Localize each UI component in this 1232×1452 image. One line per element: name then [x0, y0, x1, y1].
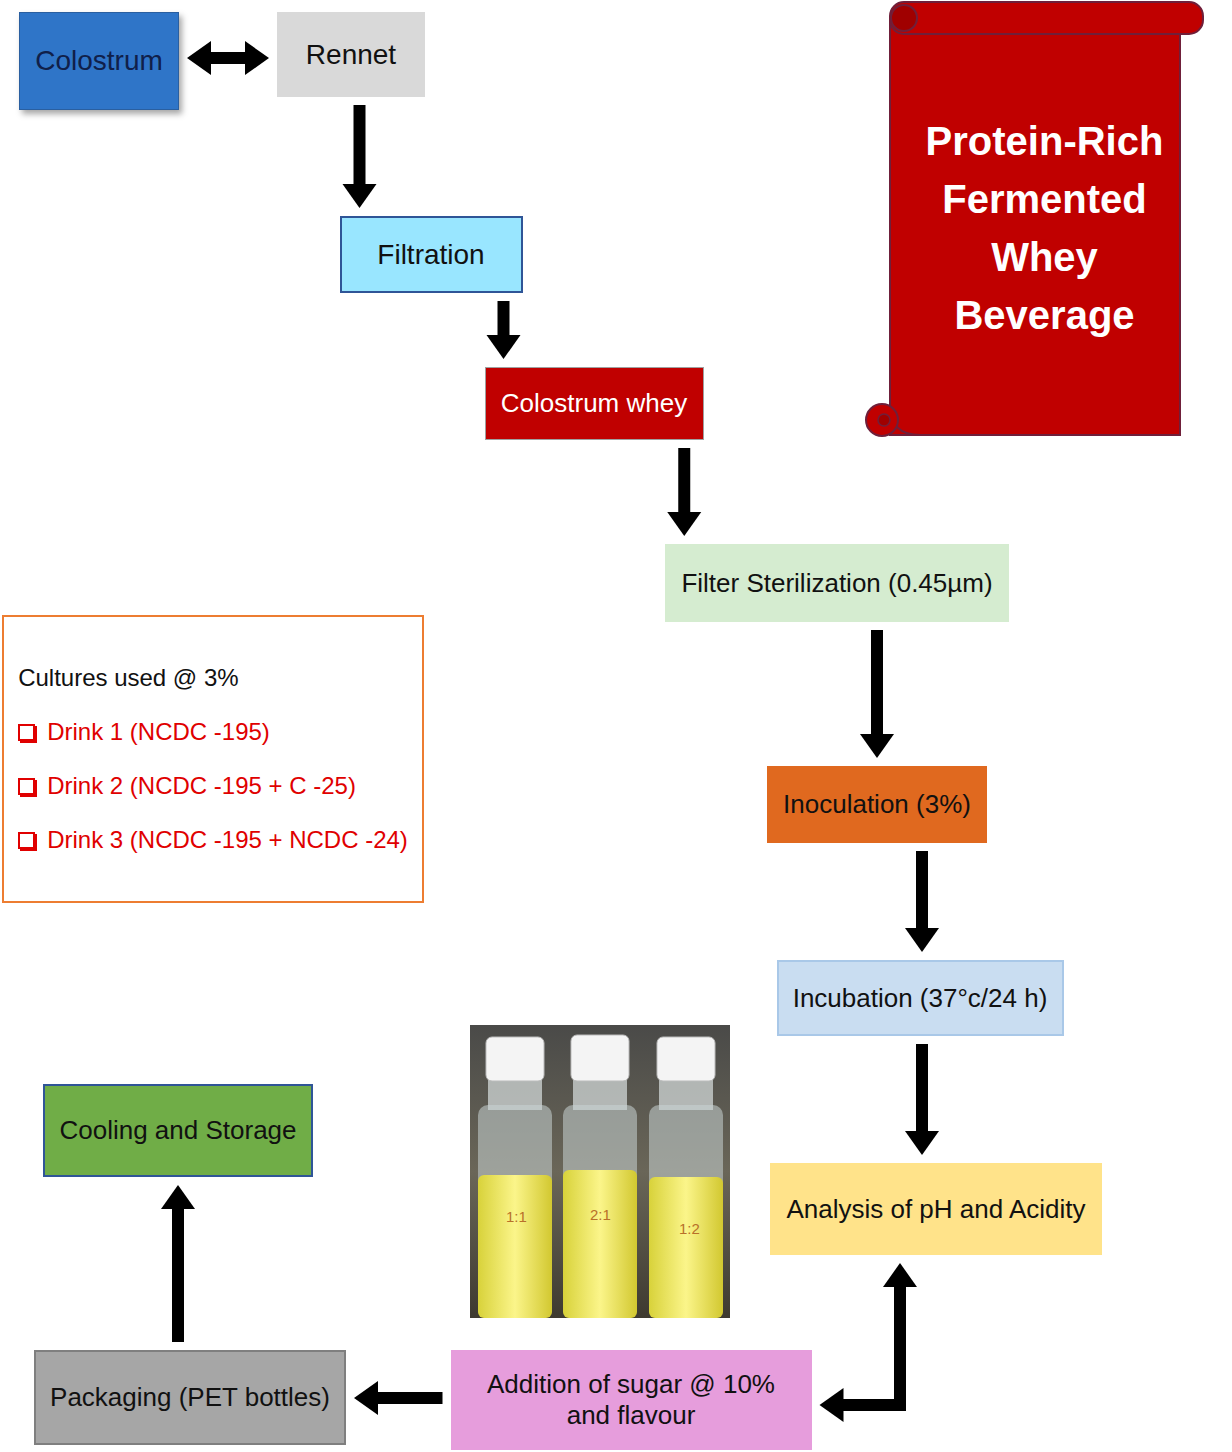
flow-arrow: [354, 1381, 443, 1415]
node-content: Analysis of pH and Acidity: [786, 1194, 1085, 1225]
arrow-head: [883, 1263, 917, 1287]
title-scroll: Protein-Rich Fermented Whey Beverage: [860, 0, 1205, 465]
node-content: Filter Sterilization (0.45µm): [681, 568, 992, 599]
box-label: Addition of sugar @ 10% and flavour: [467, 1369, 796, 1431]
box-heading: Cultures used @ 3%: [18, 664, 408, 692]
scroll-shape: [860, 0, 1205, 465]
arrow-shaft: [498, 301, 510, 337]
bottle: [563, 1035, 637, 1318]
arrow-shaft: [172, 1207, 184, 1342]
flow-arrow: [820, 1263, 918, 1422]
process-box: Inoculation (3%): [767, 766, 987, 843]
flow-arrow: [187, 41, 269, 75]
checkbox-symbol: [18, 832, 35, 849]
flow-arrow: [343, 105, 377, 208]
process-box: Cooling and Storage: [43, 1084, 313, 1177]
process-box: Addition of sugar @ 10% and flavour: [451, 1350, 812, 1450]
arrow-shaft: [871, 630, 883, 736]
bottle-label: 1:2: [679, 1220, 700, 1237]
arrow-head: [667, 512, 701, 536]
flow-arrow: [161, 1185, 195, 1342]
node-content: Colostrum whey: [501, 388, 687, 419]
node-content: Packaging (PET bottles): [50, 1382, 330, 1413]
process-box: Analysis of pH and Acidity: [770, 1163, 1102, 1255]
arrow-head: [487, 335, 521, 359]
box-label: Incubation (37°c/24 h): [793, 983, 1048, 1014]
scroll-part: [891, 5, 917, 31]
scroll-part: [890, 2, 1203, 34]
process-box: Colostrum: [19, 12, 179, 110]
node-content: Colostrum: [35, 45, 163, 77]
flow-arrow: [860, 630, 894, 758]
process-box: Filtration: [340, 216, 523, 293]
arrow-head: [245, 41, 269, 75]
arrow-head: [860, 734, 894, 758]
scroll-part: [866, 404, 898, 436]
culture-row: Drink 2 (NCDC -195 + C -25): [18, 772, 408, 800]
flow-arrow: [905, 851, 939, 952]
arrow-head: [161, 1185, 195, 1209]
node-content: Inoculation (3%): [783, 789, 971, 820]
flow-arrow: [905, 1044, 939, 1155]
cultures-box: Cultures used @ 3% Drink 1 (NCDC -195) Dri…: [2, 615, 424, 903]
checkbox-symbol: [18, 724, 35, 741]
box-label: Inoculation (3%): [783, 789, 971, 820]
node-content: Protein-Rich Fermented Whey Beverage: [912, 112, 1177, 344]
arrow-shaft: [916, 1044, 928, 1133]
node-content: Addition of sugar @ 10% and flavour: [467, 1369, 796, 1431]
arrow-head: [905, 928, 939, 952]
box-label: Colostrum whey: [501, 388, 687, 419]
box-label: Filter Sterilization (0.45µm): [681, 568, 992, 599]
arrow-head: [905, 1131, 939, 1155]
process-box: Filter Sterilization (0.45µm): [665, 544, 1009, 622]
process-box: Incubation (37°c/24 h): [777, 960, 1064, 1036]
arrow-head: [820, 1388, 844, 1422]
scroll-part: [878, 414, 890, 426]
culture-row: Drink 1 (NCDC -195): [18, 718, 408, 746]
flow-arrow: [667, 448, 701, 536]
node-content: Filtration: [377, 239, 484, 271]
arrow-shaft: [209, 52, 247, 64]
culture-row: Drink 3 (NCDC -195 + NCDC -24): [18, 826, 408, 854]
checkbox-symbol: [18, 778, 35, 795]
bottle-label: 2:1: [590, 1206, 611, 1223]
bottles-photo: [470, 1025, 730, 1318]
box-label: Cooling and Storage: [59, 1115, 296, 1146]
arrow-head: [343, 184, 377, 208]
arrow-head: [187, 41, 211, 75]
box-label: Colostrum: [35, 45, 163, 77]
process-box: Rennet: [277, 12, 425, 97]
arrow-shaft: [842, 1285, 901, 1405]
bottle-label: 1:1: [506, 1208, 527, 1225]
box-label: Rennet: [306, 39, 396, 71]
culture-item: Drink 2 (NCDC -195 + C -25): [47, 772, 356, 800]
culture-item: Drink 3 (NCDC -195 + NCDC -24): [47, 826, 408, 854]
node-content: Incubation (37°c/24 h): [793, 983, 1048, 1014]
title-text: Protein-Rich Fermented Whey Beverage: [912, 112, 1177, 344]
flow-arrow: [487, 301, 521, 359]
bottle: [649, 1037, 723, 1318]
scroll-part: [890, 18, 1180, 435]
box-label: Filtration: [377, 239, 484, 271]
arrow-shaft: [376, 1392, 443, 1404]
arrow-head: [354, 1381, 378, 1415]
node-content: Cultures used @ 3% Drink 1 (NCDC -195) Dri…: [18, 664, 408, 854]
arrow-shaft: [678, 448, 690, 514]
scroll-part: [890, 405, 1180, 435]
node-content: Rennet: [306, 39, 396, 71]
culture-item: Drink 1 (NCDC -195): [47, 718, 270, 746]
node-content: Cooling and Storage: [59, 1115, 296, 1146]
arrow-shaft: [354, 105, 366, 186]
arrow-shaft: [916, 851, 928, 930]
process-box: Colostrum whey: [485, 367, 704, 440]
process-box: Packaging (PET bottles): [34, 1350, 346, 1445]
bottle: [478, 1037, 552, 1318]
box-label: Analysis of pH and Acidity: [786, 1194, 1085, 1225]
box-label: Packaging (PET bottles): [50, 1382, 330, 1413]
